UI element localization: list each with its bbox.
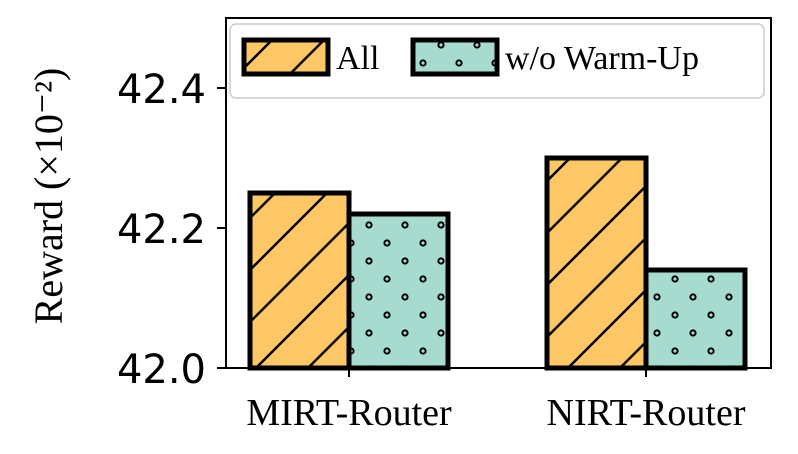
x-ticks-group: MIRT-Router NIRT-Router <box>246 368 746 434</box>
legend-label-all: All <box>336 40 379 77</box>
bar-pattern-mirt-router-all <box>247 190 352 371</box>
x-tick-label: MIRT-Router <box>246 392 452 434</box>
y-tick-label: 42.0 <box>117 347 206 393</box>
bar-pattern-nirt-router-wo-warm-up <box>643 267 748 371</box>
bars-group <box>247 155 748 371</box>
x-tick-label: NIRT-Router <box>547 392 746 434</box>
y-axis-title: Reward (×10⁻²) <box>26 68 71 325</box>
legend-label-wo-warm-up: w/o Warm-Up <box>505 40 699 77</box>
legend-swatch-pattern-wo-warm-up <box>410 37 500 77</box>
y-tick-label: 42.4 <box>117 67 206 113</box>
y-tick-label: 42.2 <box>117 207 206 253</box>
y-ticks-group: 42.0 42.2 42.4 <box>117 67 226 393</box>
bar-pattern-mirt-router-wo-warm-up <box>346 211 451 371</box>
plot-frame <box>225 17 772 369</box>
legend-swatch-pattern-all <box>241 37 331 77</box>
legend: All w/o Warm-Up <box>229 23 765 99</box>
bar-pattern-nirt-router-all <box>544 155 649 371</box>
